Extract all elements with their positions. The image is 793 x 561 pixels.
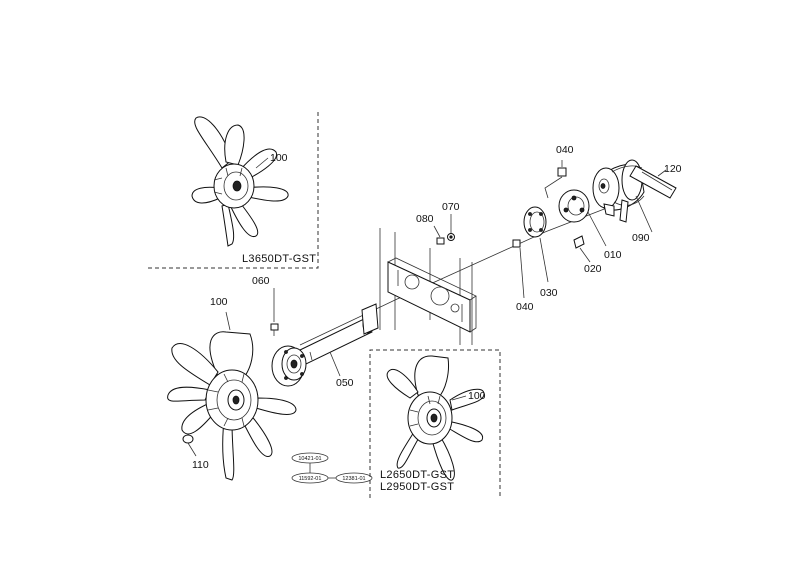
hub-flange [271,345,307,387]
callout-100-main: 100 [210,296,228,308]
callout-100-bottom-right: 100 [468,390,486,402]
callout-040-upper: 040 [556,144,574,156]
callout-050: 050 [336,377,354,389]
variant-label-bottom-right-2: L2950DT-GST [380,481,454,493]
washer-070: 070 [442,201,460,241]
callout-040-lower: 040 [516,301,534,313]
bolt-110: 110 [182,434,209,471]
bolt-040-lower: 040 [512,239,534,313]
callout-120: 120 [664,163,682,175]
belt-120: 120 [629,163,682,199]
serial-tag-3 [335,472,373,484]
mounting-bracket [379,228,477,345]
callout-080: 080 [416,213,434,225]
bolt-040-upper: 040 [544,144,574,199]
coupling-010: 010 [558,189,622,261]
fan-top-left [191,116,289,247]
inset-bottom-right: 100 L2650DT-GST L2950DT-GST [369,349,501,498]
callout-100-top-left: 100 [270,152,288,164]
plate-030: 030 [523,206,558,299]
fan-bottom-right [386,355,485,481]
bolt-060: 060 [252,275,279,336]
callout-060: 060 [252,275,270,287]
callout-110: 110 [192,459,209,471]
inset-top-left: 100 L3650DT-GST [148,110,319,269]
serial-tag-3-text: 12381-01 [342,476,365,482]
bolt-020: 020 [573,235,602,275]
serial-tag-2-text: 11592-01 [299,476,322,482]
callout-030: 030 [540,287,558,299]
serial-tag-1-text: 10421-01 [298,456,321,462]
callout-010: 010 [604,249,622,261]
variant-label-bottom-right-1: L2650DT-GST [380,469,454,481]
callout-090: 090 [632,232,650,244]
variant-label-top-left: L3650DT-GST [242,253,316,265]
fan-main: 100 [167,296,297,481]
spacer-shaft-050: 050 [271,303,379,389]
nut-080: 080 [416,213,445,245]
callout-020: 020 [584,263,602,275]
callout-070: 070 [442,201,460,213]
serial-tags: 10421-01 11592-01 12381-01 [291,452,373,484]
